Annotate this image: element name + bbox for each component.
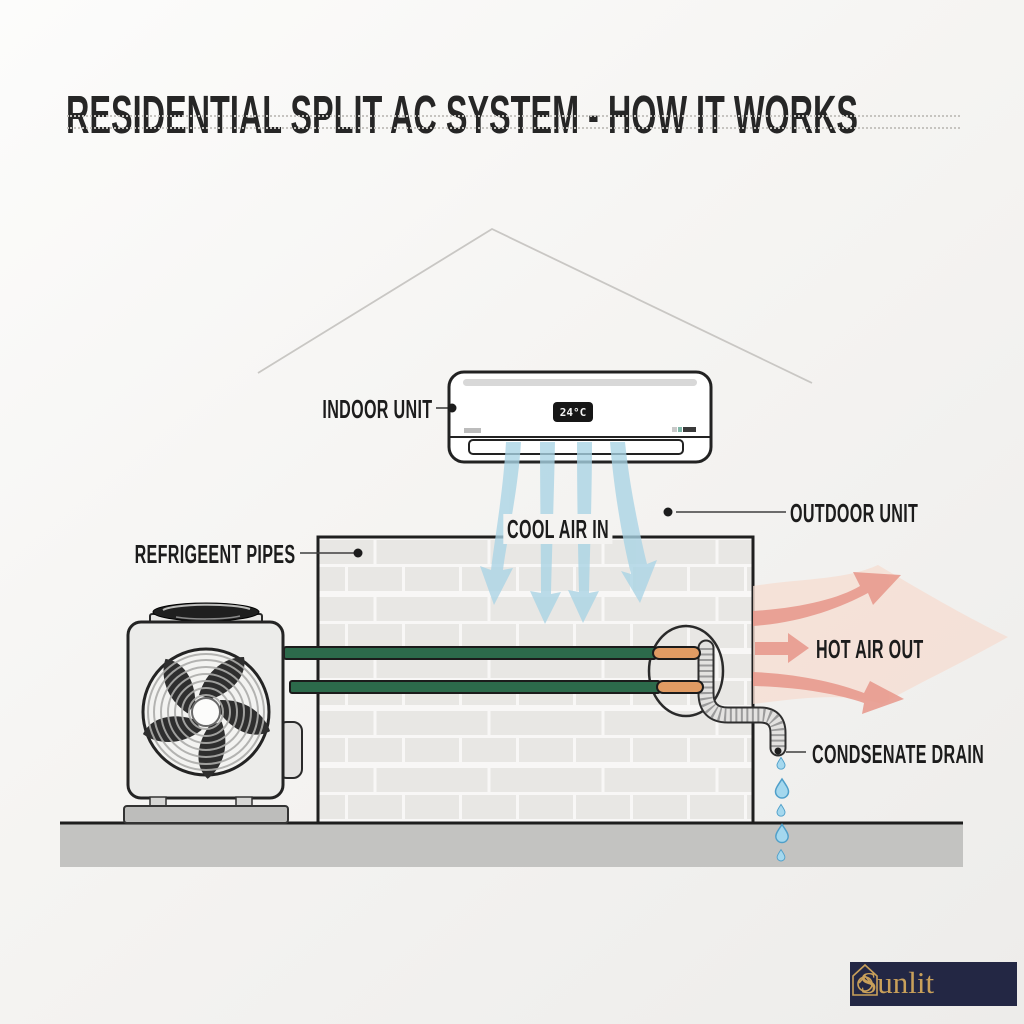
- pipe-green-top: [283, 646, 657, 660]
- roof-outline: [257, 227, 813, 384]
- pipe-green-bottom: [289, 680, 661, 694]
- brand-mark-right: [672, 427, 696, 432]
- condensate-drain-hose: [697, 639, 787, 757]
- wall-pass-through: [647, 624, 725, 718]
- label-outdoor-unit: OUTDOOR UNIT: [790, 498, 919, 528]
- label-hot-air-out: HOT AIR OUT: [816, 634, 924, 664]
- water-droplets: [774, 756, 790, 862]
- leader-lines: [300, 407, 806, 753]
- hot-air-arrows: [753, 572, 904, 714]
- label-cool-air-in: COOL AIR IN: [503, 514, 613, 544]
- fan-grille: [147, 653, 265, 771]
- hot-air-glow: [753, 565, 1008, 704]
- indoor-unit-louver: [468, 439, 684, 455]
- unit-base-pad: [123, 805, 289, 824]
- label-refrigerant-pipes: REFRIGEENT PIPES: [134, 539, 295, 569]
- hot-air-arrow-top: [753, 572, 901, 626]
- outdoor-unit: [123, 602, 303, 824]
- label-indoor-unit: INDOOR UNIT: [322, 394, 432, 424]
- indoor-unit-top-vent: [463, 379, 697, 386]
- cool-air-arrow-1: [480, 442, 521, 605]
- label-condensate-drain: CONDSENATE DRAIN: [812, 739, 985, 769]
- thermostat-display: 24°C: [553, 402, 593, 422]
- hot-air-arrow-middle: [755, 633, 809, 663]
- pipe-copper-bottom: [656, 680, 704, 694]
- pipe-copper-top: [652, 646, 701, 660]
- cool-air-arrow-4: [610, 442, 657, 603]
- title-divider-top: [67, 115, 960, 117]
- brand-mark-left: [464, 428, 481, 433]
- leader-dots: [353, 403, 673, 558]
- hot-air-arrow-bottom: [753, 672, 904, 714]
- fan-hub: [191, 697, 221, 727]
- title-divider-bottom: [67, 127, 960, 129]
- brand-logo: Sunlit: [850, 962, 1017, 1006]
- ground: [60, 821, 963, 867]
- sunlit-house-icon: [852, 963, 878, 996]
